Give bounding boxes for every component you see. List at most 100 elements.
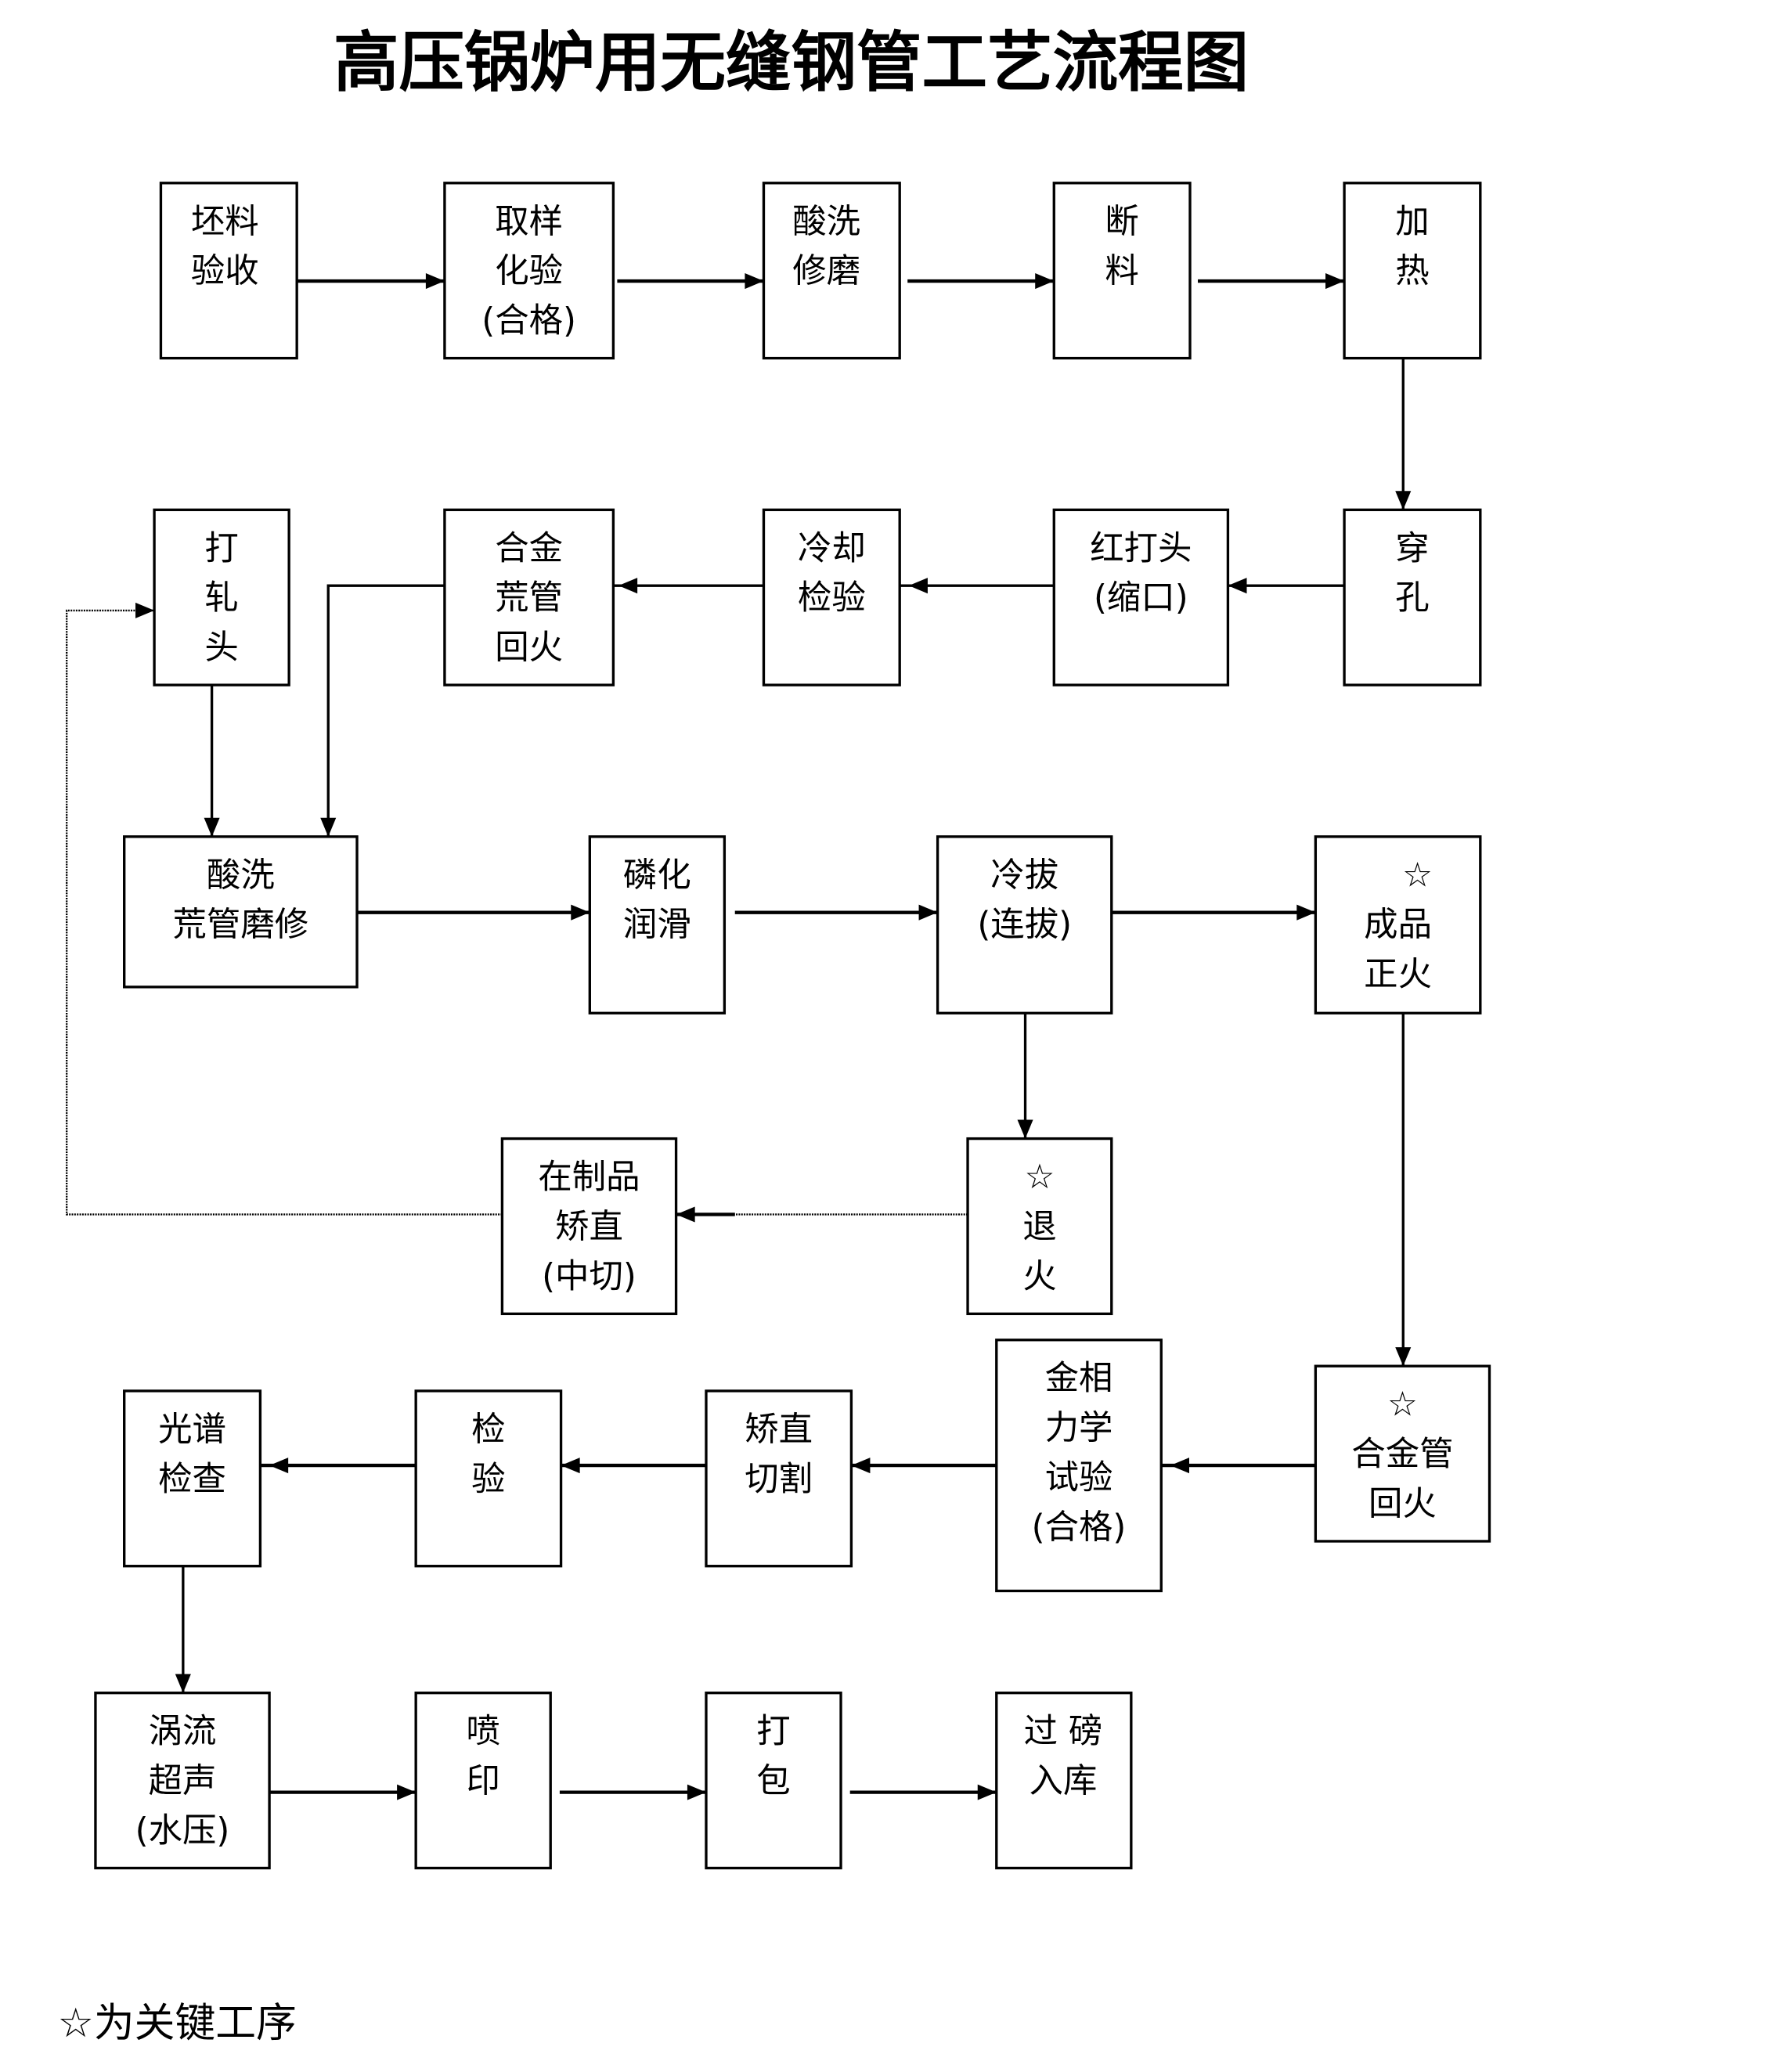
flow-arrow-jianyan-to-guangpu-jiancha-arrowhead-icon — [269, 1458, 289, 1474]
process-box — [705, 1692, 842, 1870]
process-step-label-line: 力学 — [1045, 1409, 1113, 1448]
process-box — [94, 1692, 271, 1870]
flow-arrow-woliu-chaosheng-to-penyin-arrowhead-icon — [397, 1784, 416, 1800]
flow-arrow-zaizhipin-jiaozhi-to-dazhatou — [66, 609, 503, 1216]
process-box — [153, 508, 290, 686]
process-step-label-line: 矫直 — [555, 1208, 623, 1247]
edges-layer — [66, 273, 1412, 1800]
flow-arrow-zaizhipin-jiaozhi-to-dazhatou-arrowhead-icon — [135, 602, 155, 618]
process-step-label-line: 喷 — [466, 1712, 499, 1751]
flow-arrow-jiaozhi-qiege-to-jianyan-arrowhead-icon — [561, 1458, 580, 1474]
process-step-label-line: 孔 — [1395, 578, 1429, 618]
flow-arrow-pilao-yanshou-to-quyang-huayan-arrowhead-icon — [425, 273, 445, 290]
process-step-label-line: 在制品 — [538, 1158, 640, 1197]
process-box — [1314, 835, 1482, 1014]
process-step-label-line: 头 — [204, 629, 238, 668]
process-step-label-line: 验 — [471, 1460, 505, 1499]
process-step-label-line: 印 — [466, 1762, 499, 1801]
page-title: 高压锅炉用无缝钢管工艺流程图 — [334, 24, 1249, 101]
process-step-label-line: 成品 — [1364, 906, 1432, 945]
process-step-label-line: 穿 — [1395, 529, 1429, 568]
process-step-label-line: 超声 — [149, 1762, 217, 1801]
key-process-star-icon: ☆ — [1402, 856, 1433, 895]
flow-arrow-suanxi-huangguan-moxiu-to-linhua-runhua-arrowhead-icon — [571, 904, 590, 921]
process-box — [1052, 508, 1230, 686]
process-step-label-line: 包 — [756, 1762, 790, 1801]
flow-arrow-suanxi-xiumo-to-duanliao-arrowhead-icon — [1035, 273, 1055, 290]
process-box — [762, 508, 901, 686]
process-box — [1343, 508, 1482, 686]
process-step-label-line: 火 — [1022, 1257, 1056, 1296]
process-box — [123, 835, 359, 989]
process-box — [966, 1137, 1113, 1316]
process-step-label-line: 磷化 — [623, 856, 691, 895]
process-step-dabao: 打包 — [705, 1692, 842, 1870]
flow-arrow-chuankong-to-hongdatou-arrowhead-icon — [1228, 578, 1247, 594]
process-step-label-line: 切割 — [745, 1460, 813, 1499]
process-step-duanliao: 断料 — [1052, 182, 1192, 360]
flow-arrow-guangpu-jiancha-to-woliu-chaosheng-arrowhead-icon — [175, 1674, 191, 1693]
flow-arrow-dabao-to-guobang-ruku-arrowhead-icon — [977, 1784, 997, 1800]
process-step-label-line: 涡流 — [149, 1712, 217, 1751]
flow-arrow-jinxiang-lixue-to-jiaozhi-qiege-arrowhead-icon — [851, 1458, 871, 1474]
process-box — [123, 1389, 262, 1568]
flow-arrow-hejinguan-huihuo-to-jinxiang-lixue-arrowhead-icon — [1170, 1458, 1189, 1474]
process-step-label-line: 冷拔 — [990, 856, 1058, 895]
flow-arrow-penyin-to-dabao-arrowhead-icon — [687, 1784, 706, 1800]
process-box — [936, 835, 1113, 1014]
process-step-label-line: 合金管 — [1351, 1435, 1453, 1474]
process-box — [1343, 182, 1482, 360]
process-box — [1052, 182, 1192, 360]
key-process-star-icon: ☆ — [1387, 1386, 1418, 1425]
process-box — [995, 1692, 1133, 1870]
process-step-label-line: 回火 — [495, 629, 563, 668]
process-box — [995, 1339, 1163, 1593]
process-step-label-line: 热 — [1395, 252, 1429, 291]
process-box — [705, 1389, 853, 1568]
process-step-chuankong: 穿孔 — [1343, 508, 1482, 686]
process-box — [414, 1692, 552, 1870]
process-step-tuihuo: ☆退火 — [966, 1137, 1113, 1316]
flow-arrow-linhua-runhua-to-lengba-arrowhead-icon — [918, 904, 938, 921]
legend-key-process-note: ☆为关键工序 — [57, 2000, 296, 2047]
process-step-jianyan: 检验 — [414, 1389, 563, 1568]
flow-arrow-hejin-huangguan-huihuo-to-suanxi-huangguan-moxiu — [326, 584, 445, 837]
process-box — [762, 182, 901, 360]
process-step-label-line: 矫直 — [745, 1410, 813, 1449]
nodes-layer: 坯料验收取样化验(合格)酸洗修磨断料加热穿孔红打头(缩口)冷却检验合金荒管回火打… — [94, 182, 1491, 1870]
process-box — [1314, 1364, 1491, 1543]
flow-arrow-duanliao-to-jiare-arrowhead-icon — [1325, 273, 1345, 290]
process-step-dazhatou: 打轧头 — [153, 508, 290, 686]
process-step-label-line: 取样 — [495, 202, 563, 241]
process-step-label-line: 试验 — [1045, 1458, 1113, 1497]
process-box — [443, 508, 615, 686]
process-step-label-line: 金相 — [1045, 1359, 1113, 1398]
process-step-label-line: 酸洗 — [792, 202, 860, 241]
flow-arrow-chengpin-zhenghuo-to-hejinguan-huihuo-arrowhead-icon — [1395, 1347, 1412, 1367]
process-step-label-line: 光谱 — [158, 1410, 226, 1449]
process-step-label-line: 验收 — [191, 252, 259, 291]
process-step-penyin: 喷印 — [414, 1692, 552, 1870]
process-step-label-line: 过 磅 — [1024, 1712, 1103, 1751]
process-step-label-line: 坯料 — [191, 202, 259, 241]
process-step-label-line: 化验 — [495, 252, 563, 291]
process-step-label-line: 断 — [1105, 202, 1138, 241]
process-step-label-line: 合金 — [495, 529, 563, 568]
process-step-label-line: 检 — [471, 1410, 505, 1449]
flow-arrow-hejin-huangguan-huihuo-to-suanxi-huangguan-moxiu-arrowhead-icon — [320, 817, 337, 837]
process-step-label-line: 料 — [1105, 252, 1138, 291]
process-step-label-line: 荒管磨修 — [173, 906, 309, 945]
process-step-guobang-ruku: 过 磅入库 — [995, 1692, 1133, 1870]
